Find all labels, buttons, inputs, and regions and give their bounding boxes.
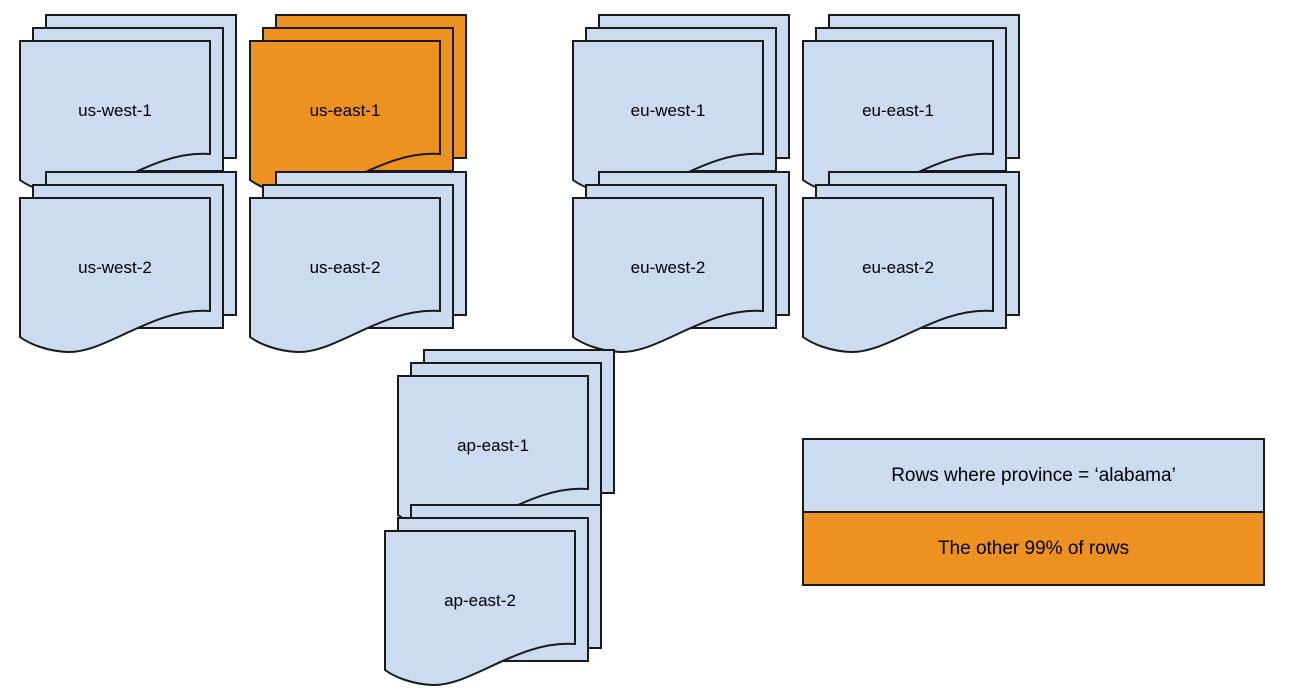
document-stack-us-west-2[interactable]: us-west-2	[19, 171, 242, 361]
document-stack-us-west-1[interactable]: us-west-1	[19, 14, 242, 204]
document-stack-eu-east-2[interactable]: eu-east-2	[802, 171, 1025, 361]
document-stack-eu-west-2[interactable]: eu-west-2	[572, 171, 795, 361]
document-stack-us-east-2[interactable]: us-east-2	[249, 171, 472, 361]
document-stack-ap-east-1[interactable]: ap-east-1	[397, 349, 620, 539]
document-sheet	[19, 197, 211, 354]
document-sheet	[249, 197, 441, 354]
document-sheet	[572, 197, 764, 354]
legend-label-legend-blue: Rows where province = ‘alabama’	[891, 464, 1176, 486]
document-stack-us-east-1[interactable]: us-east-1	[249, 14, 472, 204]
document-stack-eu-west-1[interactable]: eu-west-1	[572, 14, 795, 204]
legend: Rows where province = ‘alabama’ The other…	[802, 438, 1265, 586]
document-sheet	[802, 197, 994, 354]
legend-row-legend-orange: The other 99% of rows	[802, 512, 1265, 586]
document-stack-ap-east-2[interactable]: ap-east-2	[384, 504, 607, 694]
legend-row-legend-blue: Rows where province = ‘alabama’	[802, 438, 1265, 512]
legend-label-legend-orange: The other 99% of rows	[937, 537, 1130, 559]
